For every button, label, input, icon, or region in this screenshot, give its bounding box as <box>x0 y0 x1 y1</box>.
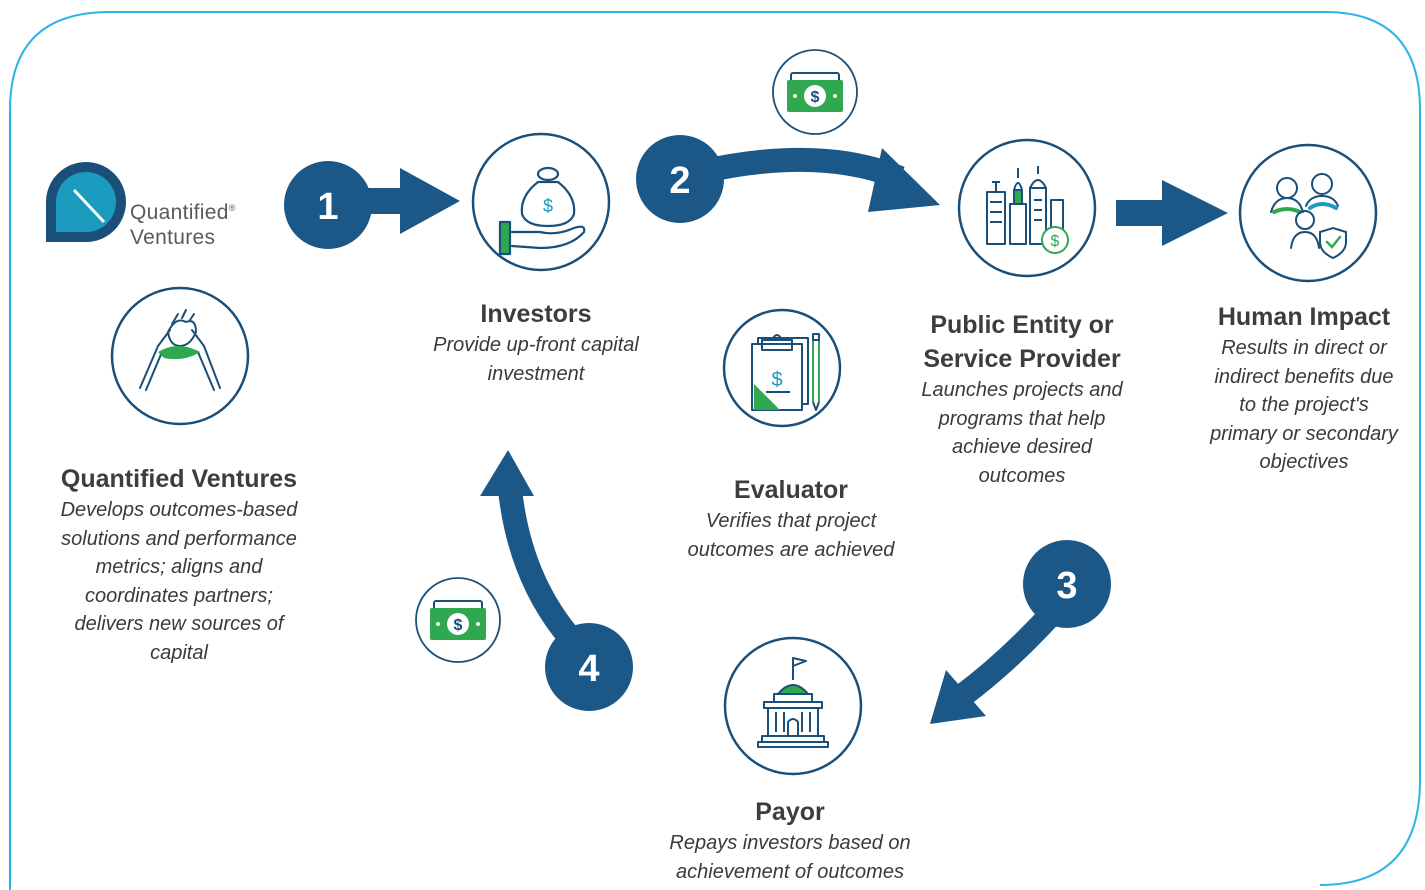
logo-line-1: Quantified <box>130 201 229 224</box>
logo-line-2: Ventures <box>130 226 216 249</box>
human-impact-desc-line: indirect benefits due <box>1214 365 1394 388</box>
investors-desc-line: Provide up-front capital <box>433 334 639 356</box>
clipboard-icon: $ <box>751 333 820 411</box>
step-2-number: 2 <box>669 160 690 202</box>
evaluator-title: Evaluator <box>734 476 848 504</box>
public-entity-title-2: Service Provider <box>923 345 1121 373</box>
public-entity-desc-line: outcomes <box>978 464 1066 487</box>
money-bag-hand-icon: $ <box>498 166 586 256</box>
arrow-human-impact <box>1116 180 1228 246</box>
payor-circle <box>723 636 863 776</box>
money-symbol-left: $ <box>454 617 463 634</box>
payor-desc-line: achievement of outcomes <box>676 860 904 883</box>
step-3-number: 3 <box>1056 565 1077 607</box>
qv-desc-line: capital <box>150 641 208 664</box>
public-entity-block: Public Entity or Service Provider Launch… <box>886 308 1158 490</box>
step-3-badge: 3 <box>1023 540 1111 628</box>
step-4-number: 4 <box>578 648 599 690</box>
public-entity-desc-line: Launches projects and <box>921 379 1123 401</box>
svg-text:$: $ <box>1051 233 1060 250</box>
public-entity-title-1: Public Entity or <box>930 311 1114 339</box>
arrow-4 <box>480 450 582 648</box>
money-symbol-top: $ <box>811 89 820 106</box>
evaluator-desc-line: outcomes are achieved <box>687 538 895 561</box>
investors-desc-line: investment <box>487 362 585 385</box>
investors-title: Investors <box>480 300 592 328</box>
human-impact-title: Human Impact <box>1217 303 1391 331</box>
money-bill-icon: $ <box>430 600 486 640</box>
registered-mark: ® <box>228 203 236 213</box>
outer-frame <box>9 11 1421 890</box>
investors-circle <box>471 132 611 272</box>
public-entity-desc-line: achieve desired <box>951 436 1093 458</box>
payor-desc-line: Repays investors based on <box>669 832 911 854</box>
qv-block: Quantified Ventures Develops outcomes-ba… <box>28 462 330 667</box>
public-entity-desc-line: programs that help <box>938 407 1106 430</box>
handshake-icon <box>139 309 221 391</box>
human-impact-desc-line: primary or secondary <box>1210 422 1398 445</box>
arrow-2 <box>697 147 940 212</box>
qv-desc-line: solutions and performance <box>61 527 297 550</box>
evaluator-desc-line: Verifies that project <box>705 510 877 532</box>
people-shield-icon <box>1270 173 1347 260</box>
capitol-building-icon <box>757 657 829 748</box>
payor-block: Payor Repays investors based on achievem… <box>640 795 940 886</box>
qv-title: Quantified Ventures <box>60 465 298 493</box>
human-impact-desc-line: to the project's <box>1239 394 1369 416</box>
qv-desc-line: coordinates partners; <box>85 584 273 607</box>
step-1-badge: 1 <box>284 161 372 249</box>
logo-wordmark: Quantified® Ventures <box>130 196 236 250</box>
arrow-3 <box>930 601 1064 724</box>
human-impact-desc-line: objectives <box>1259 451 1349 473</box>
human-impact-circle <box>1238 143 1378 283</box>
qv-desc-line: metrics; aligns and <box>95 556 263 578</box>
evaluator-block: Evaluator Verifies that project outcomes… <box>650 473 932 564</box>
human-impact-desc-line: Results in direct or <box>1221 337 1387 359</box>
investors-block: Investors Provide up-front capital inves… <box>396 297 676 388</box>
step-1-number: 1 <box>317 186 338 228</box>
qv-desc-line: Develops outcomes-based <box>60 499 298 521</box>
step-2-badge: 2 <box>636 135 724 223</box>
city-buildings-icon: $ <box>986 166 1069 254</box>
money-bill-icon: $ <box>787 72 843 112</box>
qv-logo-icon <box>46 162 126 242</box>
payor-title: Payor <box>755 798 825 826</box>
human-impact-block: Human Impact Results in direct or indire… <box>1180 300 1425 477</box>
step-4-badge: 4 <box>545 623 633 711</box>
qv-desc-line: delivers new sources of <box>74 613 284 635</box>
svg-text:$: $ <box>543 196 553 216</box>
svg-text:$: $ <box>771 369 782 391</box>
